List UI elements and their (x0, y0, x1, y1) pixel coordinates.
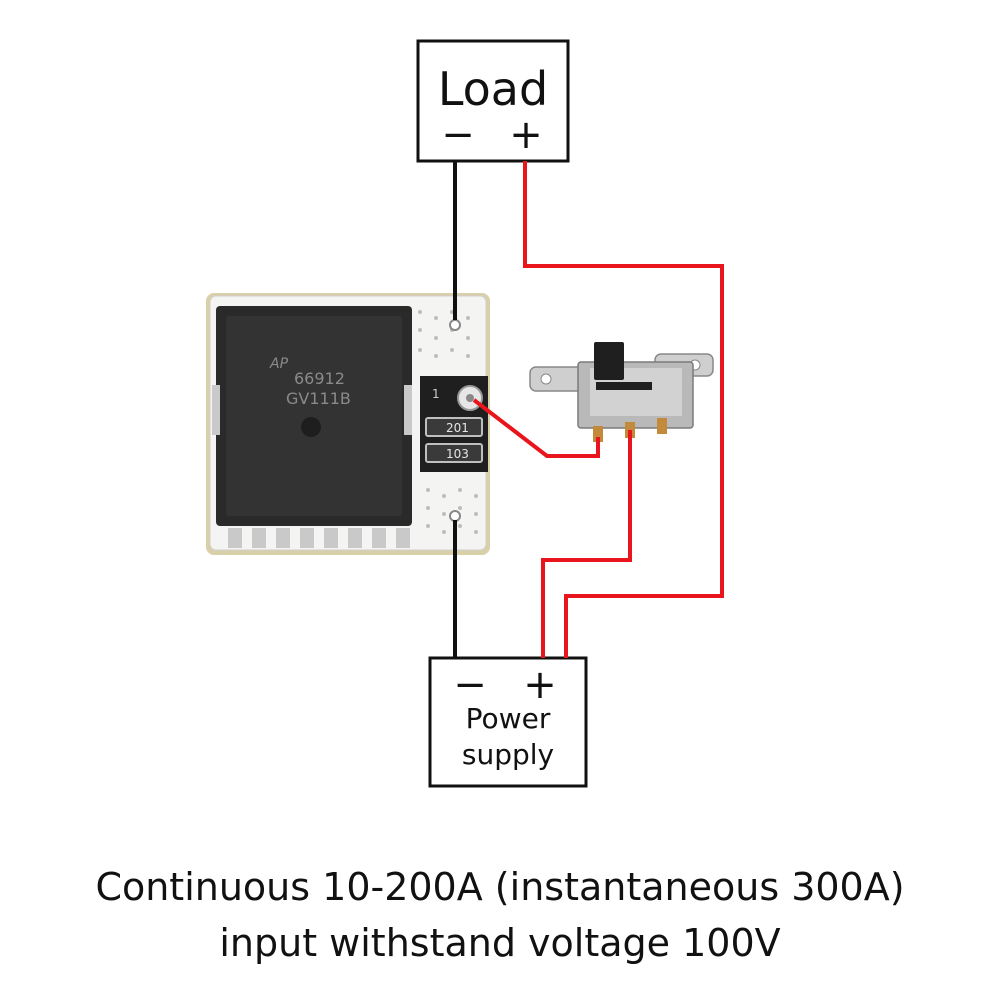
supply-negative-pad (449, 510, 461, 522)
mosfet-module-board: AP 66912 GV111B 1 (206, 293, 490, 555)
pin-marker: 1 (432, 387, 440, 401)
resistor1-label: 201 (446, 421, 469, 435)
mosfet-chip: AP 66912 GV111B (212, 306, 412, 548)
resistor-201: 201 (425, 417, 483, 437)
chip-marking-line2: GV111B (286, 389, 351, 408)
load-label: Load (438, 62, 548, 116)
power-label-line2: supply (462, 738, 554, 771)
chip-dimple (301, 417, 321, 437)
resistor2-label: 103 (446, 447, 469, 461)
chip-marking-line1: 66912 (294, 369, 345, 388)
wire-switch-to-board (472, 398, 600, 458)
power-label-line1: Power (466, 702, 551, 735)
caption-line2: input withstand voltage 100V (219, 921, 781, 965)
wire-supply-positive (541, 430, 632, 658)
load-negative-pad (449, 319, 461, 331)
load-plus-label: + (509, 112, 543, 158)
power-minus-label: − (453, 662, 487, 708)
wires (453, 161, 724, 658)
load-minus-label: − (441, 112, 475, 158)
pcb-via-pattern (418, 310, 478, 534)
slide-switch (529, 342, 714, 442)
power-plus-label: + (523, 662, 557, 708)
load-box: Load − + (416, 39, 570, 163)
chip-logo: AP (269, 356, 289, 372)
wire-load-positive (523, 161, 724, 658)
control-area: 1 201 103 (420, 376, 488, 472)
chip-pins (212, 385, 412, 548)
switch-lever (594, 342, 624, 380)
power-supply-box: − + Power supply (428, 656, 588, 788)
resistor-103: 103 (425, 443, 483, 463)
caption-line1: Continuous 10-200A (instantaneous 300A) (95, 865, 905, 909)
